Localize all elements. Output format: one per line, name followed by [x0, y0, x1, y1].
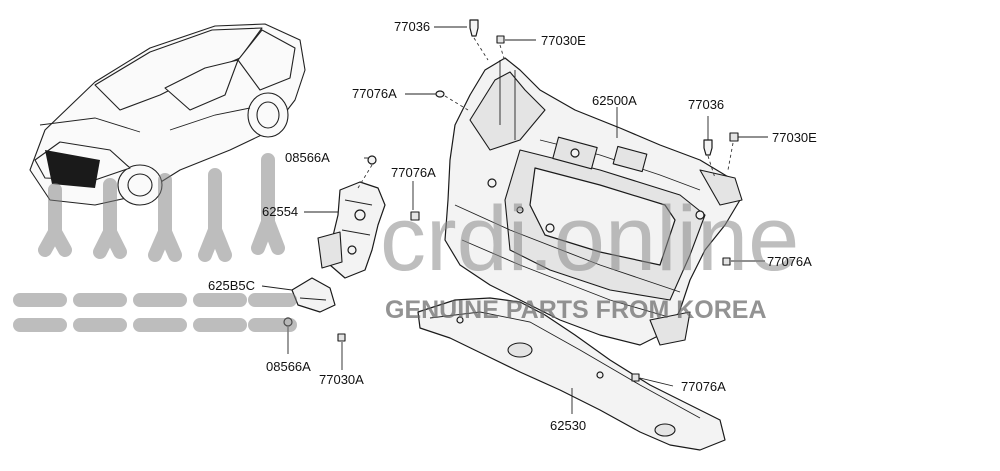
- bracket-62554: [317, 181, 386, 279]
- label-08566a-bottom: 08566A: [266, 359, 311, 374]
- label-77030e-right: 77030E: [772, 130, 817, 145]
- label-77030a: 77030A: [319, 372, 364, 387]
- label-77030e-top: 77030E: [541, 33, 586, 48]
- label-77076a-mid: 77076A: [391, 165, 436, 180]
- part-labels: 77036 77030E 77076A 62500A 77036 77030E …: [208, 19, 817, 433]
- label-62554: 62554: [262, 204, 298, 219]
- car-illustration: [29, 23, 306, 206]
- label-625b5c: 625B5C: [208, 278, 255, 293]
- label-77076a-right: 77076A: [767, 254, 812, 269]
- watermark-tagline: GENUINE PARTS FROM KOREA: [385, 296, 767, 324]
- leader-lines: [261, 26, 768, 414]
- watermark-logo: [13, 153, 297, 332]
- label-62530: 62530: [550, 418, 586, 433]
- lower-member: [417, 297, 726, 451]
- label-62500a: 62500A: [592, 93, 637, 108]
- label-77076a-top: 77076A: [352, 86, 397, 101]
- label-77036-top: 77036: [394, 19, 430, 34]
- label-77036-right: 77036: [688, 97, 724, 112]
- watermark: crdi.online GENUINE PARTS FROM KOREA: [13, 153, 799, 332]
- carrier-assembly: [444, 57, 743, 346]
- highlight-area: [45, 150, 100, 188]
- watermark-site: crdi.online: [380, 188, 799, 290]
- label-08566a-top: 08566A: [285, 150, 330, 165]
- bracket-625b5c: [291, 277, 336, 313]
- label-77076a-bottom: 77076A: [681, 379, 726, 394]
